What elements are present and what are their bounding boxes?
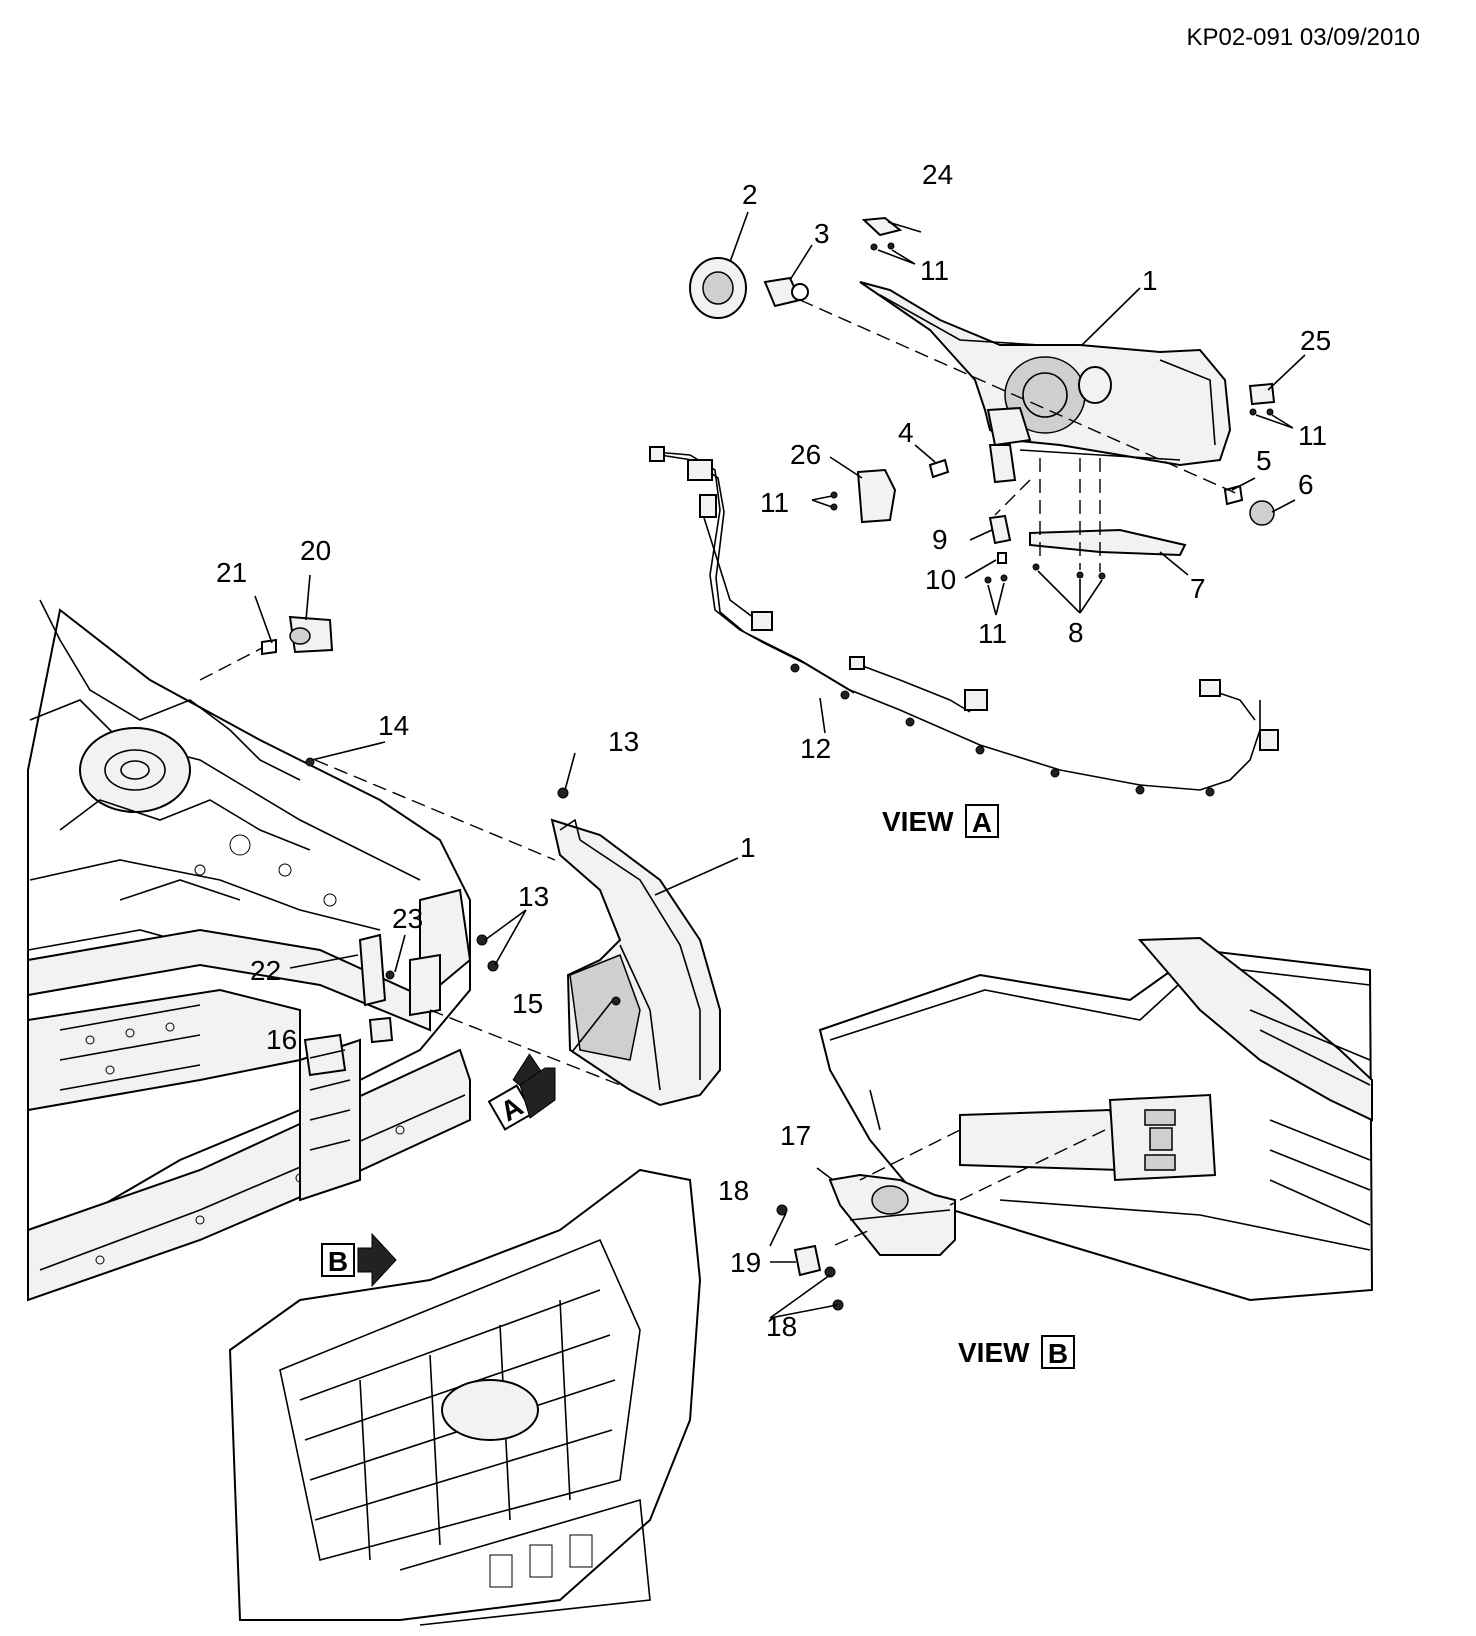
callout-11-b: 11: [1298, 420, 1327, 451]
callout-17: 17: [780, 1120, 811, 1151]
view-a-letter: A: [972, 807, 992, 838]
callout-6: 6: [1298, 469, 1314, 500]
callout-23: 23: [392, 903, 423, 934]
headlamp-assembly-installed: [550, 818, 721, 1107]
wiring-harness: [649, 446, 1279, 797]
callout-7: 7: [1190, 573, 1206, 604]
callout-11-a: 11: [920, 255, 949, 286]
callout-2: 2: [742, 179, 758, 210]
callout-1: 1: [740, 832, 756, 863]
callout-21: 21: [216, 557, 247, 588]
callout-18-b: 18: [766, 1311, 797, 1342]
view-b-word: VIEW: [958, 1337, 1030, 1368]
callout-5: 5: [1256, 445, 1272, 476]
view-a-word: VIEW: [882, 806, 954, 837]
view-b-label: VIEW B: [958, 1335, 1075, 1369]
callout-25: 25: [1300, 325, 1331, 356]
callout-numbers: 1 1 2 3 4 5 6 7 8 9 10 11 11 11 11 12 13…: [216, 159, 1331, 1342]
callout-9: 9: [932, 524, 948, 555]
callout-13-a: 13: [608, 726, 639, 757]
fog-lamp-assembly: [776, 1173, 956, 1311]
callout-18-a: 18: [718, 1175, 749, 1206]
callout-4: 4: [898, 417, 914, 448]
callout-12: 12: [800, 733, 831, 764]
callout-24: 24: [922, 159, 953, 190]
side-marker-lamp: [261, 615, 334, 656]
callout-14: 14: [378, 710, 409, 741]
callout-20: 20: [300, 535, 331, 566]
front-bumper-fascia: [818, 936, 1374, 1302]
callout-3: 3: [814, 218, 830, 249]
view-a-marker: A: [487, 1053, 556, 1131]
view-a-label: VIEW A: [882, 804, 999, 838]
callout-13-b: 13: [518, 881, 549, 912]
callout-15: 15: [512, 988, 543, 1019]
view-b-marker: B: [321, 1232, 397, 1288]
leader-lines: [254, 211, 1306, 1319]
view-b-letter: B: [1048, 1338, 1068, 1369]
callout-1-view-a: 1: [1142, 265, 1158, 296]
callout-22: 22: [250, 955, 281, 986]
callout-19: 19: [730, 1247, 761, 1278]
view-b-marker-letter: B: [328, 1246, 348, 1277]
callout-8: 8: [1068, 617, 1084, 648]
callout-11-c: 11: [760, 487, 789, 518]
front-body-structure: [27, 599, 472, 1302]
callout-10: 10: [925, 564, 956, 595]
headlamp-exploded-view: [689, 216, 1276, 584]
callout-16: 16: [266, 1024, 297, 1055]
callout-26: 26: [790, 439, 821, 470]
alignment-lines: [199, 299, 1241, 1246]
drawing-reference: KP02-091 03/09/2010: [1186, 24, 1420, 51]
front-grille: [228, 1168, 702, 1626]
callout-11-d: 11: [978, 618, 1007, 649]
